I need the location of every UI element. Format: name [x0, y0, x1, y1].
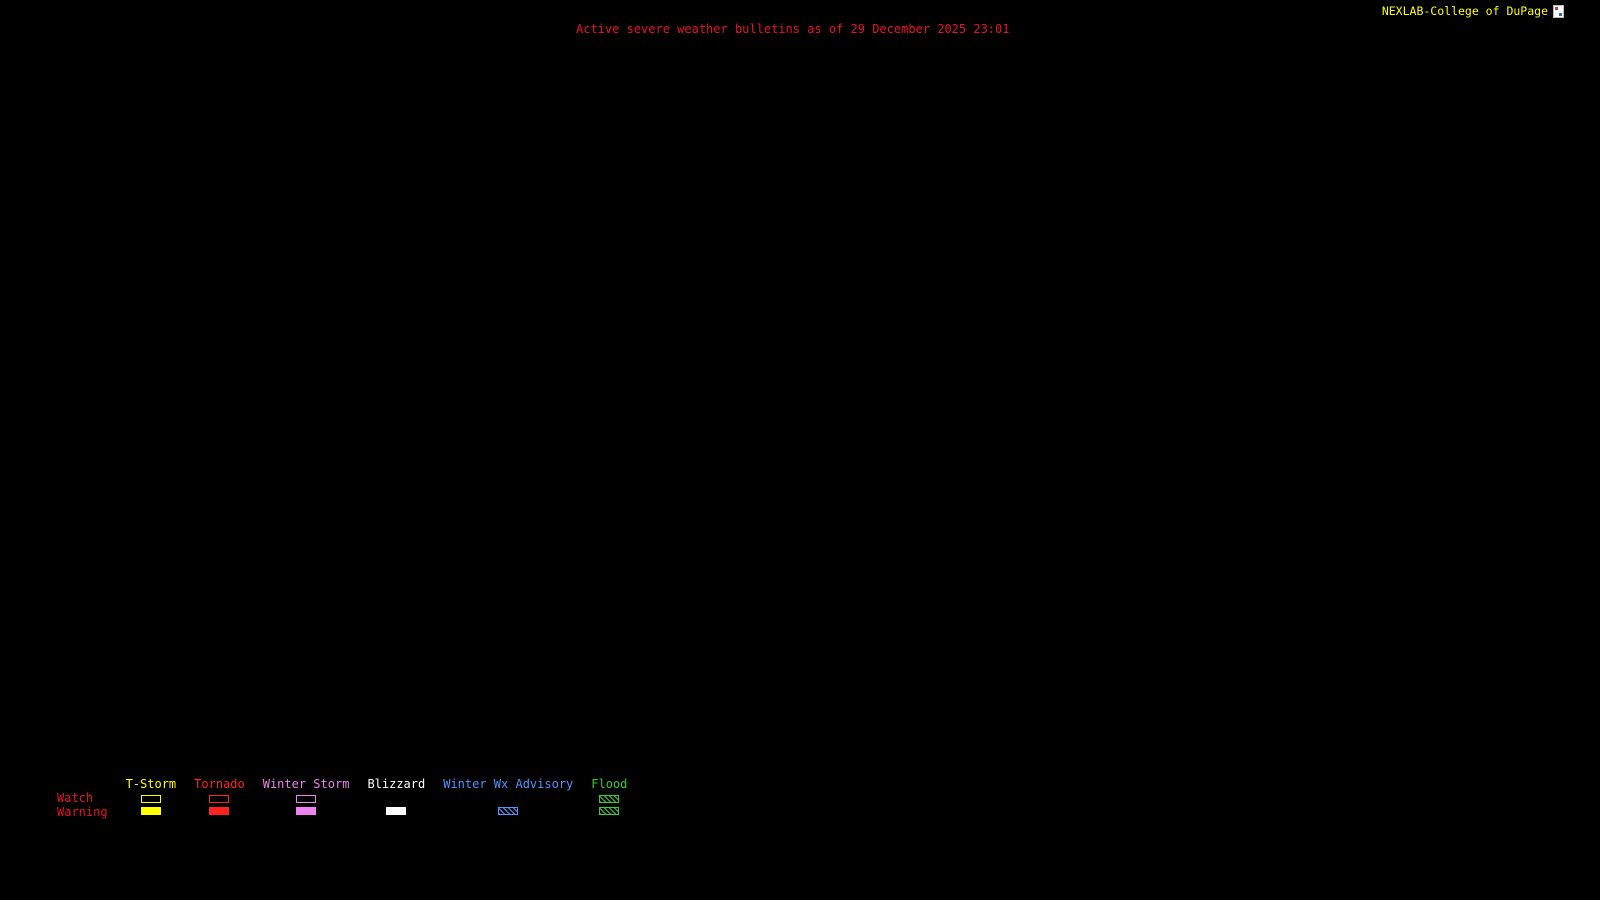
tornado-watch-swatch: [209, 795, 230, 803]
flood-warning-swatch: [599, 807, 620, 815]
legend-column-tornado: Tornado: [194, 778, 245, 815]
legend-column-winter-wx-advisory: Winter Wx Advisory: [443, 778, 573, 815]
flood-label: Flood: [591, 777, 628, 791]
winter-storm-label: Winter Storm: [262, 777, 350, 791]
legend-column-winter-storm: Winter Storm: [262, 777, 350, 815]
winter-wx-advisory-warning-swatch: [498, 807, 519, 815]
t-storm-warning-swatch: [140, 807, 161, 815]
watch-row-label: Watch: [57, 791, 94, 805]
legend-column-flood: Flood: [591, 778, 627, 815]
tornado-label: Tornado: [194, 777, 245, 791]
flood-watch-swatch: [599, 795, 620, 803]
brand: NEXLAB-College of DuPage: [1382, 4, 1564, 18]
brand-text: NEXLAB-College of DuPage: [1381, 4, 1548, 18]
legend-row-labels: Watch Warning: [57, 778, 108, 819]
blizzard-label: Blizzard: [367, 777, 426, 791]
winter-storm-warning-swatch: [296, 807, 317, 815]
broken-image-icon: [1553, 4, 1564, 18]
blizzard-warning-swatch: [386, 807, 407, 815]
legend: Watch Warning T-Storm Tornado Winter Sto…: [57, 777, 627, 820]
tornado-warning-swatch: [209, 807, 230, 815]
legend-column-blizzard: Blizzard: [367, 778, 425, 815]
legend-column-t-storm: T-Storm: [125, 777, 177, 815]
winter-storm-watch-swatch: [296, 795, 317, 803]
page-title: Active severe weather bulletins as of 29…: [576, 22, 1010, 36]
t-storm-label: T-Storm: [125, 777, 177, 791]
warning-row-label: Warning: [57, 805, 108, 819]
winter-wx-advisory-label: Winter Wx Advisory: [443, 777, 574, 791]
t-storm-watch-swatch: [140, 795, 161, 803]
